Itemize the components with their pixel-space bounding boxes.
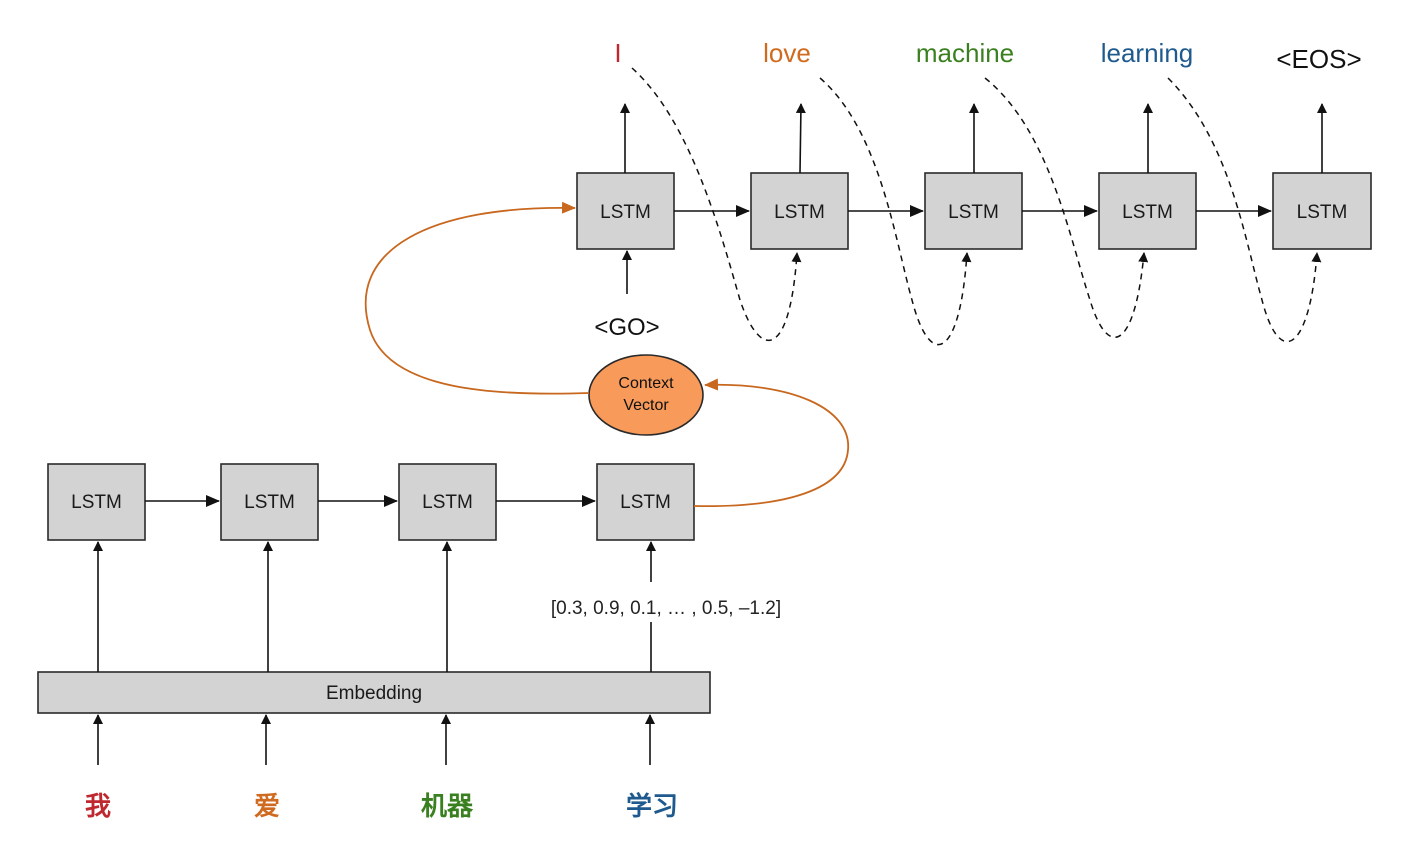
encoder-lstm-label: LSTM xyxy=(422,492,473,513)
decoder-lstm-4: LSTM xyxy=(1098,172,1197,250)
input-token-1: 我 xyxy=(85,792,111,822)
output-token-3: machine xyxy=(916,38,1014,68)
feedback-arrow-1 xyxy=(631,67,802,341)
input-token-3: 机器 xyxy=(421,792,474,822)
decoder-lstm-2: LSTM xyxy=(750,172,849,250)
encoder-lstm-label: LSTM xyxy=(71,492,122,513)
decoder-lstm-label: LSTM xyxy=(1297,202,1348,223)
context-vector-line1: Context xyxy=(618,375,674,392)
encoder-lstm-3: LSTM xyxy=(398,463,497,541)
output-token-1: I xyxy=(614,38,621,68)
decoder: LSTM LSTM LSTM LSTM LSTM <GO> xyxy=(576,38,1372,346)
feedback-arrow-3 xyxy=(984,77,1149,338)
feedback-arrow-4 xyxy=(1167,77,1322,343)
encoder: LSTM LSTM LSTM LSTM Embedding [0.3, xyxy=(37,463,781,822)
encoder-lstm-1: LSTM xyxy=(47,463,146,541)
decoder-lstm-5: LSTM xyxy=(1272,172,1372,250)
decoder-lstm-3: LSTM xyxy=(924,172,1023,250)
feedback-arrow-2 xyxy=(819,77,972,346)
embedding-vector-example: [0.3, 0.9, 0.1, … , 0.5, –1.2] xyxy=(551,598,781,619)
encoder-lstm-label: LSTM xyxy=(244,492,295,513)
input-token-2: 爱 xyxy=(254,792,280,822)
encoder-lstm-2: LSTM xyxy=(220,463,319,541)
encoder-lstm-label: LSTM xyxy=(620,492,671,513)
decoder-output-arrow xyxy=(795,103,806,174)
embedding-layer: Embedding xyxy=(37,671,711,714)
context-vector-line2: Vector xyxy=(623,397,669,414)
context-vector: Context Vector xyxy=(364,201,849,507)
input-token-4: 学习 xyxy=(626,791,678,822)
decoder-lstm-1: LSTM xyxy=(576,172,675,250)
decoder-lstm-label: LSTM xyxy=(774,202,825,223)
output-token-5: <EOS> xyxy=(1276,44,1361,74)
output-token-4: learning xyxy=(1101,38,1194,68)
encoder-to-context-arrow xyxy=(693,378,849,507)
decoder-lstm-label: LSTM xyxy=(948,202,999,223)
embedding-label: Embedding xyxy=(326,683,422,704)
context-to-decoder-arrow xyxy=(364,201,590,395)
output-token-2: love xyxy=(763,38,811,68)
decoder-lstm-label: LSTM xyxy=(600,202,651,223)
encoder-lstm-4: LSTM xyxy=(596,463,695,541)
context-vector-node xyxy=(588,354,704,436)
decoder-lstm-label: LSTM xyxy=(1122,202,1173,223)
go-token: <GO> xyxy=(594,314,659,341)
